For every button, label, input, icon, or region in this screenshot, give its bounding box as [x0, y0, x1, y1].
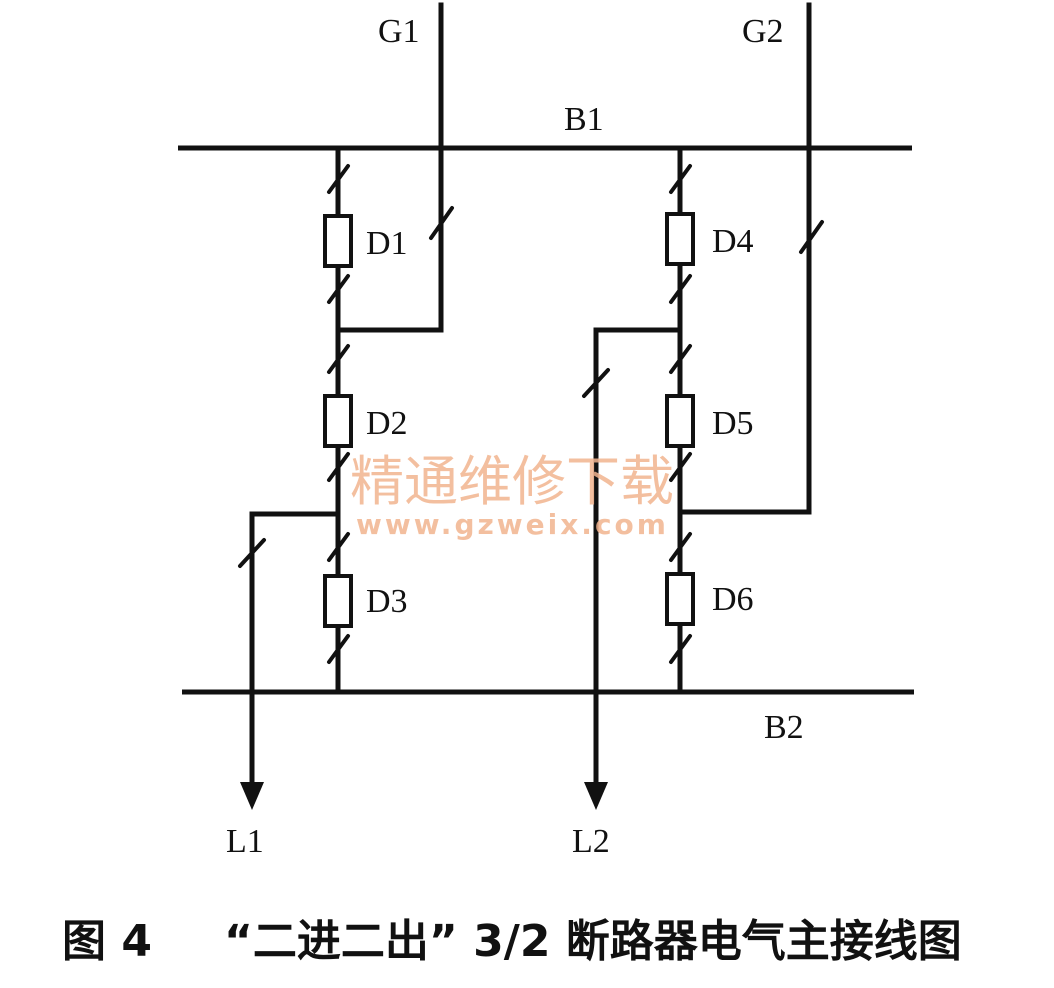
label-g2: G2 — [742, 13, 784, 50]
breaker-d2-symbol — [323, 394, 353, 448]
arrow-down-icon — [584, 782, 608, 810]
label-g1: G1 — [378, 13, 420, 50]
label-b1: B1 — [564, 101, 604, 138]
label-d6: D6 — [712, 581, 754, 618]
watermark-title: 精通维修下载 — [350, 450, 674, 513]
breaker-d3-symbol — [323, 574, 353, 628]
label-d1: D1 — [366, 225, 408, 262]
label-d5: D5 — [712, 405, 754, 442]
breaker-string-right — [665, 145, 695, 695]
outgoing-line-l2 — [582, 327, 683, 810]
breaker-string-left — [323, 145, 353, 695]
caption-figure-number: 图 4 — [62, 916, 152, 967]
label-d2: D2 — [366, 405, 408, 442]
outgoing-line-l1 — [238, 511, 341, 810]
arrow-down-icon — [240, 782, 264, 810]
breaker-d6-symbol — [665, 572, 695, 626]
watermark-url: www.gzweix.com — [356, 508, 669, 541]
generator-feeder-g1 — [335, 2, 454, 333]
caption-title: “二进二出” 3/2 断路器电气主接线图 — [224, 916, 962, 967]
label-l1: L1 — [226, 823, 264, 860]
label-d3: D3 — [366, 583, 408, 620]
generator-feeder-g2 — [677, 2, 824, 515]
label-b2: B2 — [764, 709, 804, 746]
breaker-d4-symbol — [665, 212, 695, 266]
label-d4: D4 — [712, 223, 754, 260]
breaker-d1-symbol — [323, 214, 353, 268]
label-l2: L2 — [572, 823, 610, 860]
breaker-d5-symbol — [665, 394, 695, 448]
